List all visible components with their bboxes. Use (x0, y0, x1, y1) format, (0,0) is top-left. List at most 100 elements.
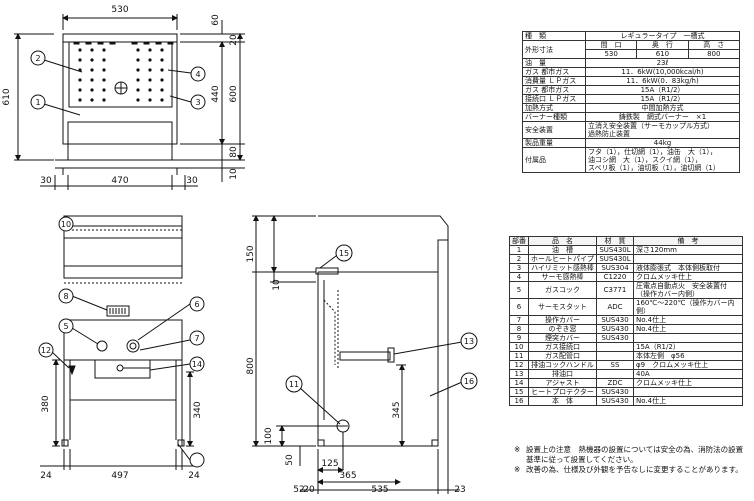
front-top-view (14, 14, 245, 190)
dim-30-right: 30 (186, 176, 198, 186)
pipe-dot (78, 88, 82, 92)
parts-header-material: 材 質 (596, 236, 634, 246)
burner-slot (85, 41, 92, 45)
lower-front-view (40, 215, 200, 470)
adjuster-foot-right (177, 439, 185, 447)
pipe-dot (90, 98, 94, 102)
parts-cell: 油 槽 (528, 245, 597, 255)
parts-cell: ホールヒートパイプ (528, 254, 597, 264)
pipe-dot (160, 78, 164, 82)
dim-side-20: 20 (303, 485, 315, 495)
burner-slot (73, 41, 80, 45)
pipe-dot (136, 78, 140, 82)
label-part: 都市ガス (541, 86, 570, 94)
label-part: ＬＰガス (548, 95, 577, 103)
bubble-15: 15 (335, 244, 353, 262)
dim-80: 80 (229, 146, 239, 158)
svg-text:10: 10 (61, 220, 71, 229)
parts-cell: 深さ120mm (633, 245, 743, 255)
spec-size-label: 外形寸法 (522, 40, 586, 59)
spec-gas-consumption-label: ガス 都市ガス (522, 67, 586, 77)
bubble-14 (189, 452, 205, 468)
spec-size-val: 610 (636, 49, 689, 59)
pipe-dot (102, 88, 106, 92)
parts-cell: 11 (509, 351, 529, 361)
spec-gas-consumption-label-lp: 消費量 ＬＰガス (522, 76, 586, 86)
parts-cell: ハイリミット感熱棒 (528, 263, 597, 273)
parts-cell: No.4仕上 (633, 396, 743, 406)
dim-30-left: 30 (40, 176, 52, 186)
parts-cell: 160℃〜220℃（操作カバー内側） (633, 298, 743, 316)
spec-oil-label: 油 量 (522, 58, 586, 68)
parts-cell: SUS430 (596, 333, 634, 343)
bubble-5: 5 (58, 318, 74, 334)
bubble-3: 3 (190, 94, 206, 110)
bubble-2: 2 (30, 50, 46, 66)
pipe-dot (160, 98, 164, 102)
dim-440: 440 (211, 85, 221, 102)
parts-cell: 40A (633, 369, 743, 379)
bubble-13: 13 (460, 332, 478, 350)
pipe-dot (148, 48, 152, 52)
dim-800: 800 (246, 357, 256, 374)
pipe-dot (160, 58, 164, 62)
parts-cell: 16 (509, 396, 529, 406)
spec-weight-label: 製品重量 (522, 138, 586, 148)
spec-burner-label: バーナー種類 (522, 112, 586, 122)
parts-cell: 13 (509, 369, 529, 379)
part-bubbles: 2 1 4 3 10 8 6 5 7 12 14 15 13 16 11 (30, 50, 478, 468)
parts-cell: φ9 クロムメッキ仕上 (633, 360, 743, 370)
pipe-dot (90, 58, 94, 62)
bubble-6: 6 (189, 296, 205, 312)
parts-cell: 本 体 (528, 396, 597, 406)
parts-cell: 3 (509, 263, 529, 273)
dim-340: 340 (193, 401, 203, 418)
flue-cover (63, 225, 183, 239)
pipe-dot (90, 88, 94, 92)
spec-size-col: 高 さ (687, 40, 741, 50)
svg-text:1: 1 (35, 98, 40, 107)
dim-365: 365 (339, 471, 356, 481)
dim-125: 125 (321, 459, 338, 469)
note-mark: ※ (514, 445, 521, 454)
burner-slot (155, 41, 162, 45)
dim-610: 610 (2, 88, 12, 105)
spec-gas-connection-city: 15A（R1/2） (585, 85, 740, 95)
parts-cell (596, 351, 634, 361)
spec-gas-connection-lp: 15A（R1/2） (585, 94, 740, 104)
parts-cell: 排油口 (528, 369, 597, 379)
spec-size-val: 800 (687, 49, 741, 59)
spec-gas-consumption-lp: 11．6kW(0．83kg/h) (585, 76, 740, 86)
parts-cell: No.4仕上 (633, 315, 743, 325)
dim-530: 530 (111, 5, 128, 15)
dim-23: 23 (454, 485, 465, 495)
dim-side-10: 10 (272, 279, 282, 291)
dim-52: 52 (293, 485, 304, 495)
bubble-7: 7 (189, 330, 205, 346)
bubble-11: 11 (285, 375, 303, 393)
parts-cell: ガス接続口 (528, 342, 597, 352)
parts-cell: 15A（R1/2） (633, 342, 743, 352)
spec-heating-label: 加熱方式 (522, 103, 586, 113)
safety-line: 過熱防止装置 (588, 130, 630, 138)
parts-cell: ヒートプロテクター (528, 387, 597, 397)
parts-cell: クロムメッキ仕上 (633, 272, 743, 282)
spec-burner-value: 鋳鉄製 網式バーナー ×1 (585, 112, 740, 122)
burner-slot (97, 41, 104, 45)
pipe-dot (90, 68, 94, 72)
label-part: ＬＰガス (548, 77, 577, 85)
spec-accessories-label: 付属品 (522, 147, 586, 173)
pipe-dot (148, 68, 152, 72)
label-part: ガス (525, 86, 539, 94)
pipe-dot (90, 78, 94, 82)
svg-text:14: 14 (192, 360, 202, 369)
label-part: ガス (525, 68, 539, 76)
bubble-16: 16 (460, 372, 478, 390)
label-part: 接続口 (525, 95, 546, 103)
